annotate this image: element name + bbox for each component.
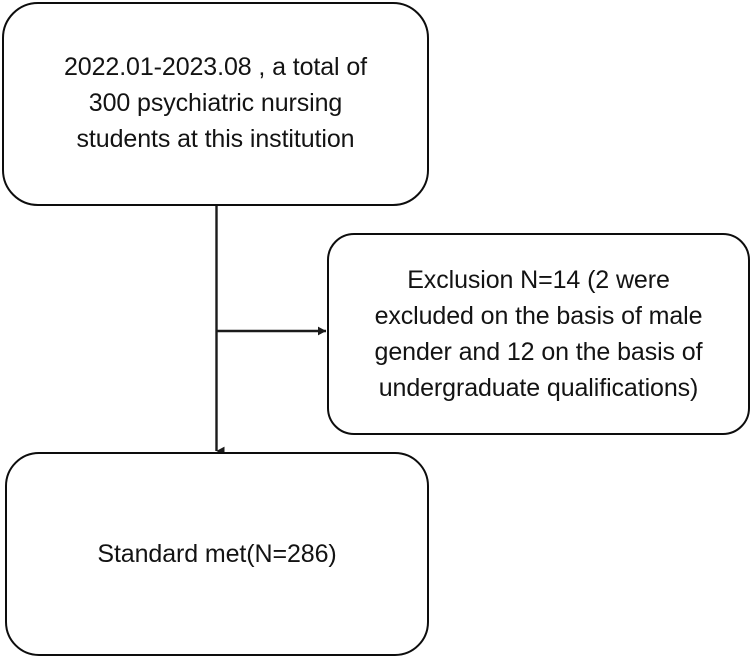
flow-node-enrollment[interactable]: 2022.01-2023.08 , a total of 300 psychia… <box>2 2 429 206</box>
flow-node-included-label: Standard met(N=286) <box>97 540 337 568</box>
flow-node-included[interactable]: Standard met(N=286) <box>5 452 429 656</box>
flow-node-enrollment-label: 2022.01-2023.08 , a total of 300 psychia… <box>64 53 367 153</box>
flow-node-exclusion[interactable]: Exclusion N=14 (2 were excluded on the b… <box>327 233 750 435</box>
flow-node-exclusion-label: Exclusion N=14 (2 were excluded on the b… <box>374 265 703 402</box>
